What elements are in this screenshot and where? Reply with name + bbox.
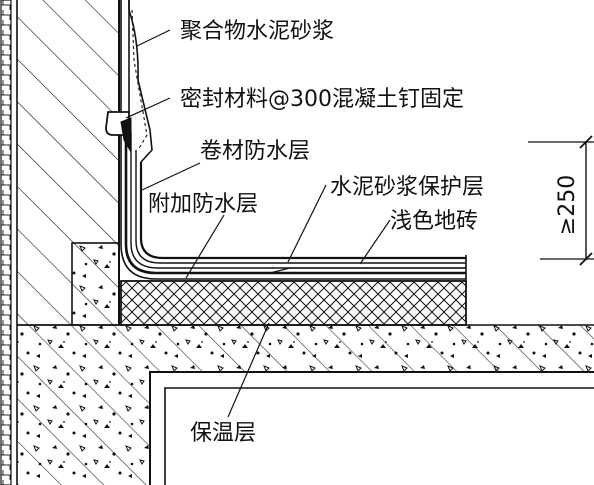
- membrane-layers: [120, 118, 467, 281]
- termination-bar: [105, 111, 132, 154]
- label-membrane: 卷材防水层: [200, 139, 310, 164]
- label-sealant: 密封材料@300混凝土钉固定: [180, 87, 464, 112]
- leader-insulation: [227, 322, 270, 418]
- leader-sealant: [125, 97, 171, 119]
- leader-polymer-mortar: [136, 29, 171, 47]
- leader-membrane: [141, 162, 201, 191]
- label-mortar-protection: 水泥砂浆保护层: [330, 175, 484, 200]
- label-additional-layer: 附加防水层: [148, 192, 258, 217]
- left-brick-strip: [0, 0, 18, 485]
- leader-mortar-protection: [287, 184, 327, 263]
- leader-light-tile: [359, 219, 391, 265]
- label-insulation: 保温层: [190, 421, 256, 446]
- leader-lines: [125, 29, 391, 418]
- height-dimension: [528, 135, 594, 266]
- upper-wall-coat: [120, 0, 153, 163]
- concrete-slab: [17, 324, 594, 485]
- label-polymer-mortar: 聚合物水泥砂浆: [180, 19, 334, 44]
- dimension-height-label: ≥250: [555, 175, 580, 235]
- label-light-tile: 浅色地砖: [390, 209, 478, 234]
- leader-additional-layer: [185, 214, 225, 279]
- insulation-layer: [120, 280, 467, 326]
- wall-base-block: [17, 242, 120, 326]
